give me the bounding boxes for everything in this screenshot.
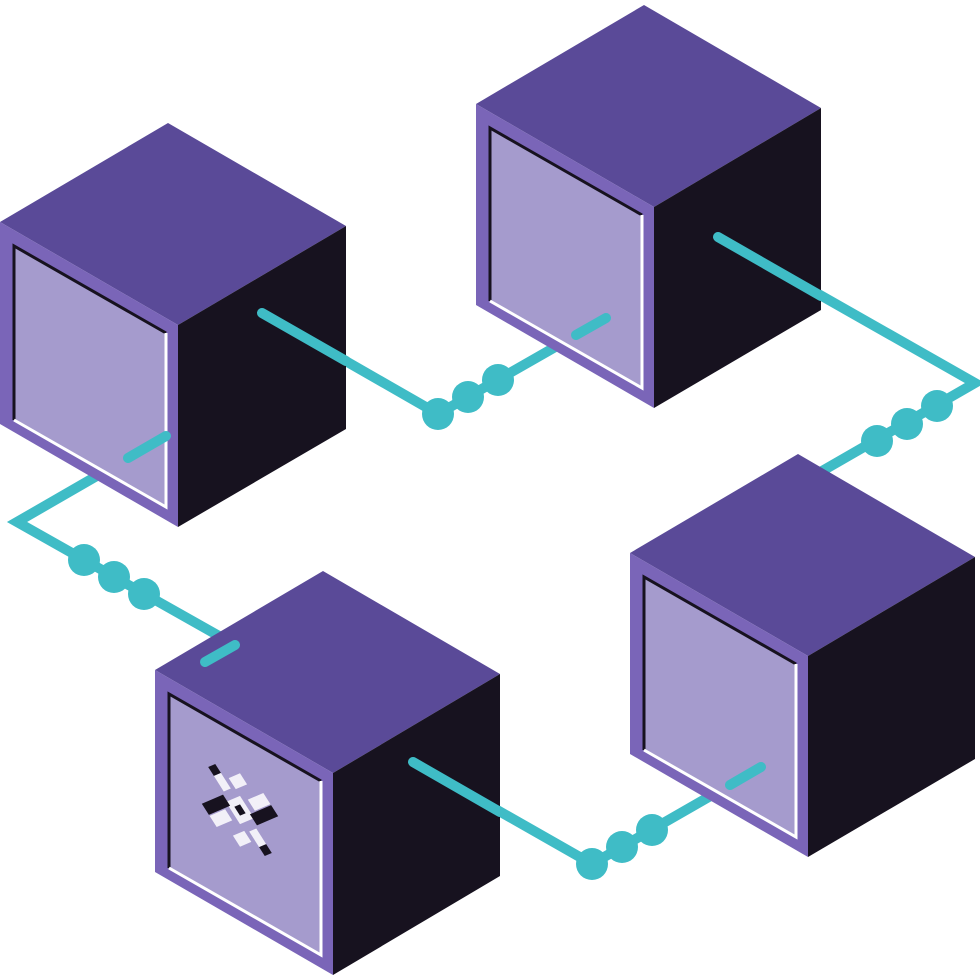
cube-panel-shadow-edge: [642, 574, 797, 750]
link-bead: [128, 578, 160, 610]
link-bead: [606, 831, 638, 863]
link-bead: [636, 814, 668, 846]
block-cube-top-right: [476, 5, 826, 408]
chain-link-top-beads: [422, 364, 514, 430]
cube-top-face: [0, 123, 346, 325]
binance-logo-icon: [201, 764, 279, 856]
chain-link-left: [6, 453, 240, 650]
chain-link-left-beads: [68, 544, 160, 610]
link-bead: [98, 561, 130, 593]
link-bead: [422, 398, 454, 430]
link-bead: [861, 425, 893, 457]
cube-panel-highlight-edge: [489, 215, 644, 391]
cube-panel-highlight-edge: [168, 781, 323, 958]
cube-panel-shadow-edge: [167, 691, 322, 868]
cube-side-face: [808, 557, 975, 857]
link-bead: [921, 390, 953, 422]
cube-panel-highlight-edge: [13, 333, 168, 510]
block-cube-top-left: [0, 123, 351, 527]
link-bead: [68, 544, 100, 576]
link-bead: [452, 381, 484, 413]
block-cube-bottom-left: [155, 571, 505, 975]
chain-link-right-beads: [861, 390, 953, 457]
cube-top-face: [630, 454, 975, 656]
cube-side-face: [333, 674, 500, 975]
cube-panel-shadow-edge: [12, 243, 167, 420]
cube-top-face: [155, 571, 500, 773]
link-bead: [482, 364, 514, 396]
chain-link-bottom-beads: [576, 814, 668, 880]
cube-panel-shadow-edge: [488, 125, 643, 301]
cube-top-face: [476, 5, 821, 207]
cube-side-face: [178, 226, 346, 527]
cube-side-face: [654, 108, 821, 408]
cube-panel-highlight-edge: [643, 664, 798, 840]
block-cube-bottom-right: [630, 454, 975, 857]
link-bead: [891, 408, 923, 440]
link-bead: [576, 848, 608, 880]
